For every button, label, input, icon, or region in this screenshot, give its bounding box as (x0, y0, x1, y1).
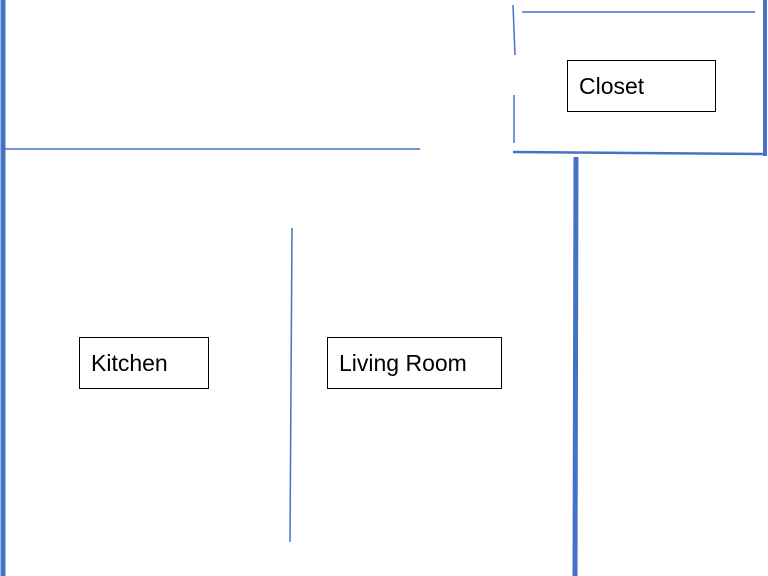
kitchen-living-divider (289, 227, 293, 543)
closet-left-wall-upper (512, 4, 516, 56)
living-room-label: Living Room (327, 337, 502, 389)
kitchen-label: Kitchen (79, 337, 209, 389)
closet-label: Closet (567, 60, 716, 112)
closet-bottom-wall (512, 150, 768, 156)
living-room-right-wall (572, 156, 579, 576)
